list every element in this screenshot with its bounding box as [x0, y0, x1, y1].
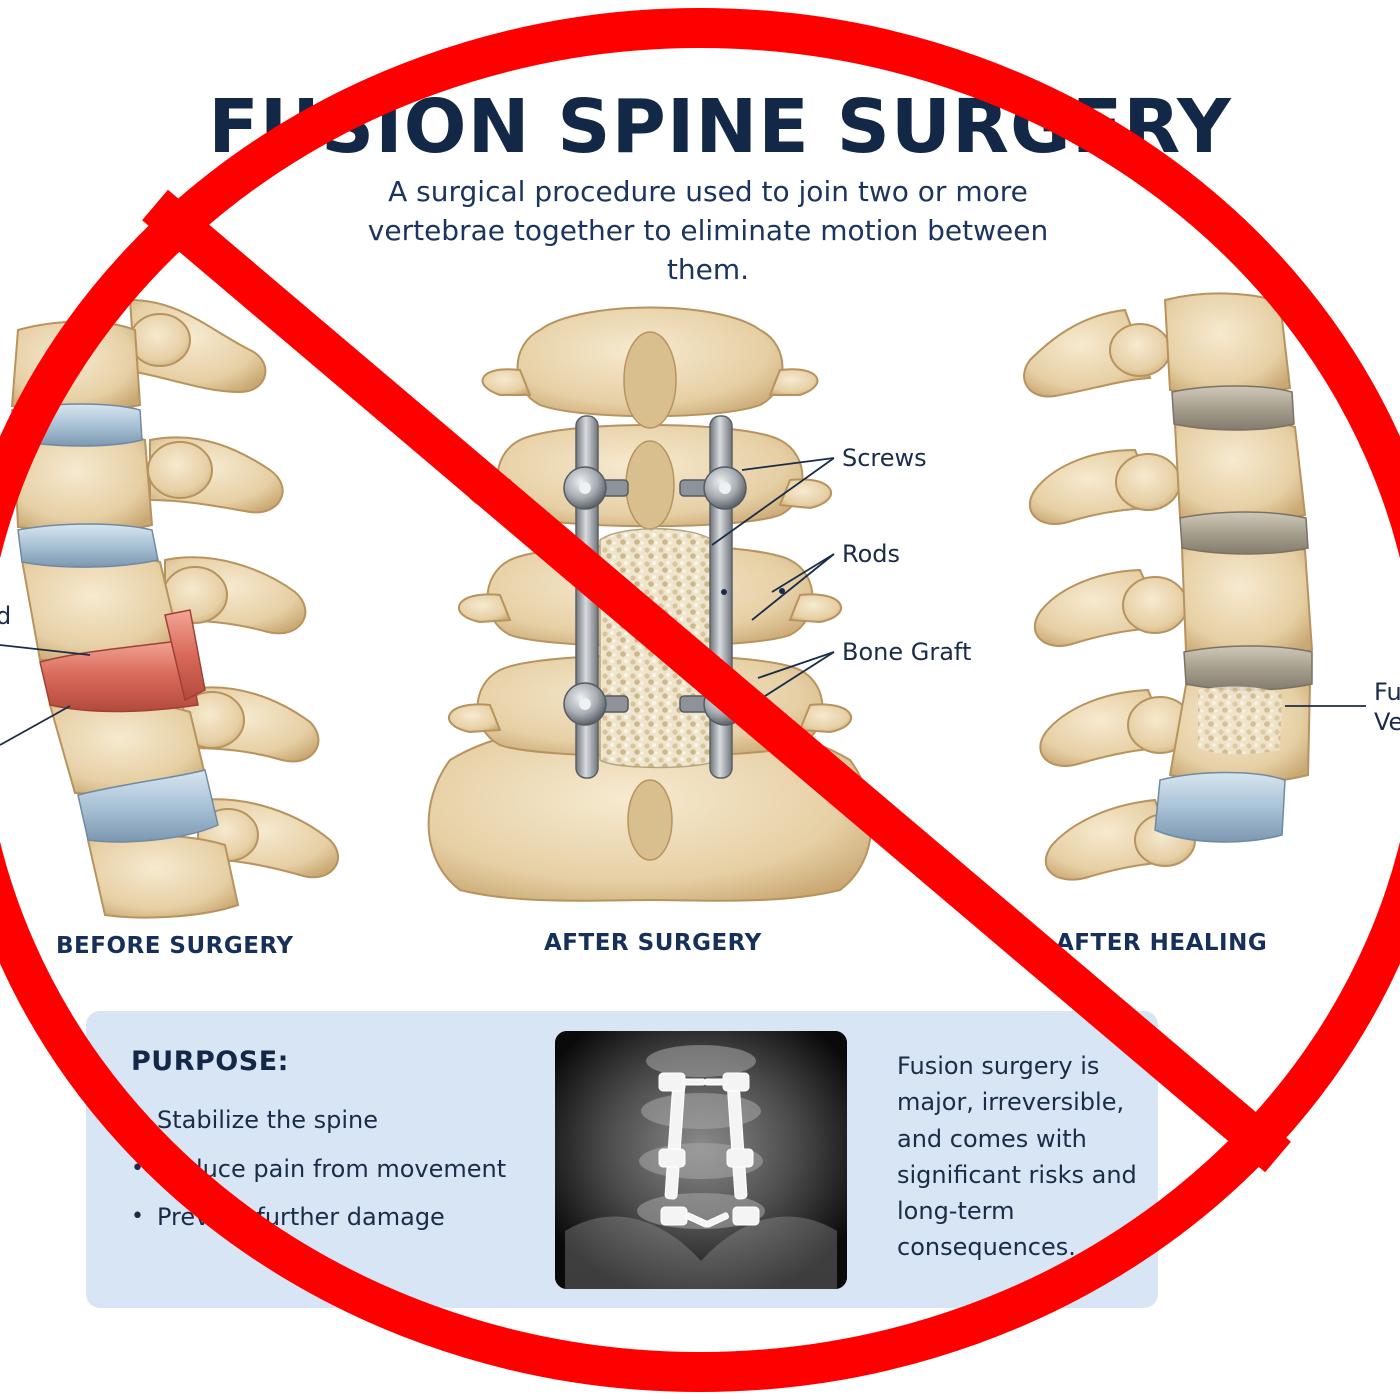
purpose-list: Stabilize the spine Reduce pain from mov… — [131, 1096, 506, 1242]
caption-after-healing: AFTER HEALING — [1056, 930, 1268, 956]
xray-image — [555, 1031, 847, 1289]
after-healing-spine — [1023, 292, 1366, 881]
purpose-item: Reduce pain from movement — [131, 1145, 506, 1194]
label-bone-graft: Bone Graft — [842, 638, 972, 666]
label-cut-off-left: d — [0, 602, 12, 630]
after-surgery-spine — [427, 306, 873, 902]
purpose-item: Prevent further damage — [131, 1193, 506, 1242]
spine-illustrations — [0, 292, 1366, 919]
caption-after-surgery: AFTER SURGERY — [544, 930, 762, 956]
label-screws: Screws — [842, 444, 927, 472]
label-cut-off-fused-1: Fu — [1374, 678, 1400, 706]
before-surgery-spine — [0, 298, 340, 919]
label-rods: Rods — [842, 540, 901, 568]
warning-text: Fusion surgery is major, irreversible, a… — [897, 1052, 1137, 1262]
label-cut-off-fused-2: Ve — [1374, 708, 1400, 736]
purpose-item: Stabilize the spine — [131, 1096, 506, 1145]
purpose-heading: PURPOSE: — [131, 1046, 289, 1077]
caption-before-surgery: BEFORE SURGERY — [56, 933, 294, 959]
